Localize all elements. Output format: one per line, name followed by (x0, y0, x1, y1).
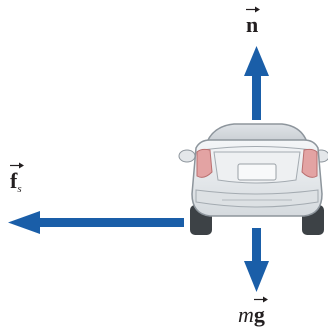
weight-force-label: m g (238, 296, 268, 327)
rear-window (205, 123, 309, 143)
vector-arrow-icon (246, 6, 260, 13)
car-rear-view (178, 123, 328, 235)
left-mirror (178, 149, 196, 163)
normal-force-label: n (246, 6, 260, 36)
friction-force-arrow (8, 211, 184, 234)
gravity-symbol: g (253, 296, 268, 326)
right-taillight (301, 148, 318, 178)
vector-arrow-icon (10, 162, 24, 169)
weight-force-arrow (244, 228, 269, 292)
license-plate (237, 163, 277, 181)
friction-force-label: fs (10, 162, 24, 195)
friction-subscript: s (17, 183, 22, 195)
mass-symbol: m (238, 302, 254, 327)
left-taillight (196, 148, 213, 178)
friction-force-symbol: f (10, 162, 24, 192)
rear-bumper (195, 189, 319, 208)
normal-force-arrow (244, 46, 269, 120)
normal-force-symbol: n (246, 6, 260, 36)
vector-arrow-icon (253, 296, 268, 303)
